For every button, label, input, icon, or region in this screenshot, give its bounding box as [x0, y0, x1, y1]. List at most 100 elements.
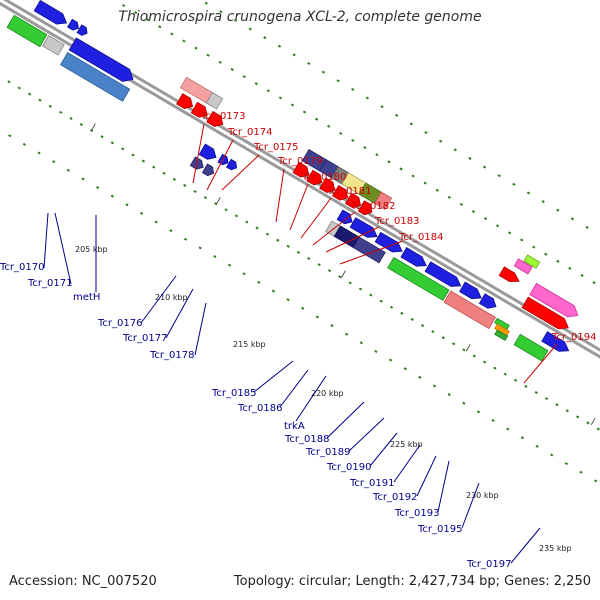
gene-label: Tcr_0193: [394, 508, 439, 519]
track-dot: [336, 79, 340, 83]
gene-label: Tcr_0176: [97, 318, 142, 329]
track-dot: [441, 336, 445, 340]
track-dot: [580, 273, 584, 278]
scale-tick-label: 215 kbp: [233, 340, 266, 349]
track-dot: [307, 256, 311, 261]
track-dot: [565, 409, 569, 413]
track-dot: [278, 96, 283, 100]
leader-line: [275, 168, 285, 223]
track-dot: [586, 421, 590, 425]
track-dot: [110, 141, 115, 145]
scale-tick-label: 225 kbp: [390, 440, 423, 449]
track-dot: [345, 332, 349, 336]
track-dot: [255, 226, 259, 230]
track-dot: [22, 142, 27, 146]
gene-feature: [541, 331, 570, 352]
track-dot: [520, 436, 525, 440]
track-dot: [169, 229, 173, 233]
gene-feature: [319, 177, 336, 194]
scale-tick-label: 210 kbp: [155, 293, 188, 302]
gene-feature: [523, 254, 541, 269]
track-dot: [497, 174, 501, 178]
track-dot: [317, 263, 321, 267]
track-dot: [96, 185, 100, 190]
track-dot: [183, 237, 188, 241]
accession-text: Accession: NC_007520: [9, 574, 157, 589]
track-dot: [154, 220, 158, 224]
gene-label: Tcr_0194: [551, 332, 596, 343]
track-dot: [365, 96, 370, 100]
gene-label: Tcr_0190: [326, 462, 371, 473]
track-dot: [48, 104, 52, 108]
track-dot: [206, 53, 210, 57]
track-dot: [459, 202, 463, 206]
track-dot: [193, 189, 197, 194]
gene-feature: [352, 236, 386, 264]
gene-label: Tcr_0191: [349, 478, 394, 489]
track-dot: [339, 131, 343, 135]
track-dot: [544, 252, 548, 256]
track-dot: [399, 167, 403, 171]
gene-label: Tcr_0177: [122, 333, 167, 344]
track-dot: [526, 191, 531, 195]
gene-feature: [424, 261, 462, 287]
track-dot: [219, 10, 223, 14]
track-dot: [183, 183, 187, 187]
scale-tick-label: 230 kbp: [466, 491, 499, 500]
track-dot: [568, 266, 572, 270]
leader-line: [416, 455, 437, 497]
leader-line: [43, 212, 49, 269]
track-dot: [483, 217, 488, 221]
gene-label: Tcr_0173: [200, 111, 245, 122]
track-dot: [227, 263, 232, 267]
track-dot: [418, 375, 422, 379]
leader-line: [289, 183, 309, 231]
track-dot: [369, 293, 373, 297]
track-dot: [420, 323, 425, 328]
leader-line: [140, 275, 177, 324]
track-dot: [90, 129, 94, 133]
track-dot: [351, 138, 355, 143]
scale-tick-mark: [465, 344, 471, 352]
leader-line: [510, 527, 541, 564]
gene-feature: [198, 143, 217, 160]
track-dot: [263, 36, 267, 40]
track-dot: [380, 105, 384, 109]
track-dot: [403, 367, 407, 371]
track-dot: [471, 210, 476, 214]
gene-label: Tcr_0181: [326, 186, 371, 197]
track-dot: [204, 1, 208, 5]
gene-label: Tcr_0185: [211, 388, 256, 399]
track-dot: [400, 311, 404, 315]
gene-feature: [529, 282, 579, 318]
gene-features: [6, 0, 579, 362]
track-dot: [28, 92, 32, 96]
gene-feature: [349, 217, 378, 238]
track-dot: [556, 259, 560, 263]
track-dot: [411, 174, 415, 178]
track-dot: [327, 269, 332, 273]
track-dot: [141, 159, 146, 163]
track-dot: [520, 238, 524, 242]
track-dot: [541, 200, 545, 204]
track-dot: [172, 177, 177, 181]
track-dot: [363, 146, 367, 150]
scale-tick-mark: [91, 123, 96, 131]
gene-label: Tcr_0186: [237, 403, 282, 414]
leader-line: [326, 401, 365, 439]
gene-label: Tcr_0171: [27, 278, 72, 289]
leader-line: [295, 375, 327, 422]
gene-feature: [60, 52, 131, 102]
track-dot: [182, 39, 186, 43]
track-dot: [224, 208, 228, 212]
gene-feature: [6, 14, 48, 48]
track-dot: [506, 427, 510, 431]
track-dot: [395, 113, 399, 117]
track-dot: [462, 401, 466, 405]
track-dot: [314, 117, 319, 121]
track-dot: [38, 98, 42, 102]
track-dot: [121, 3, 126, 8]
gene-feature: [205, 92, 224, 110]
track-dot: [290, 103, 295, 107]
leader-line: [461, 482, 480, 529]
